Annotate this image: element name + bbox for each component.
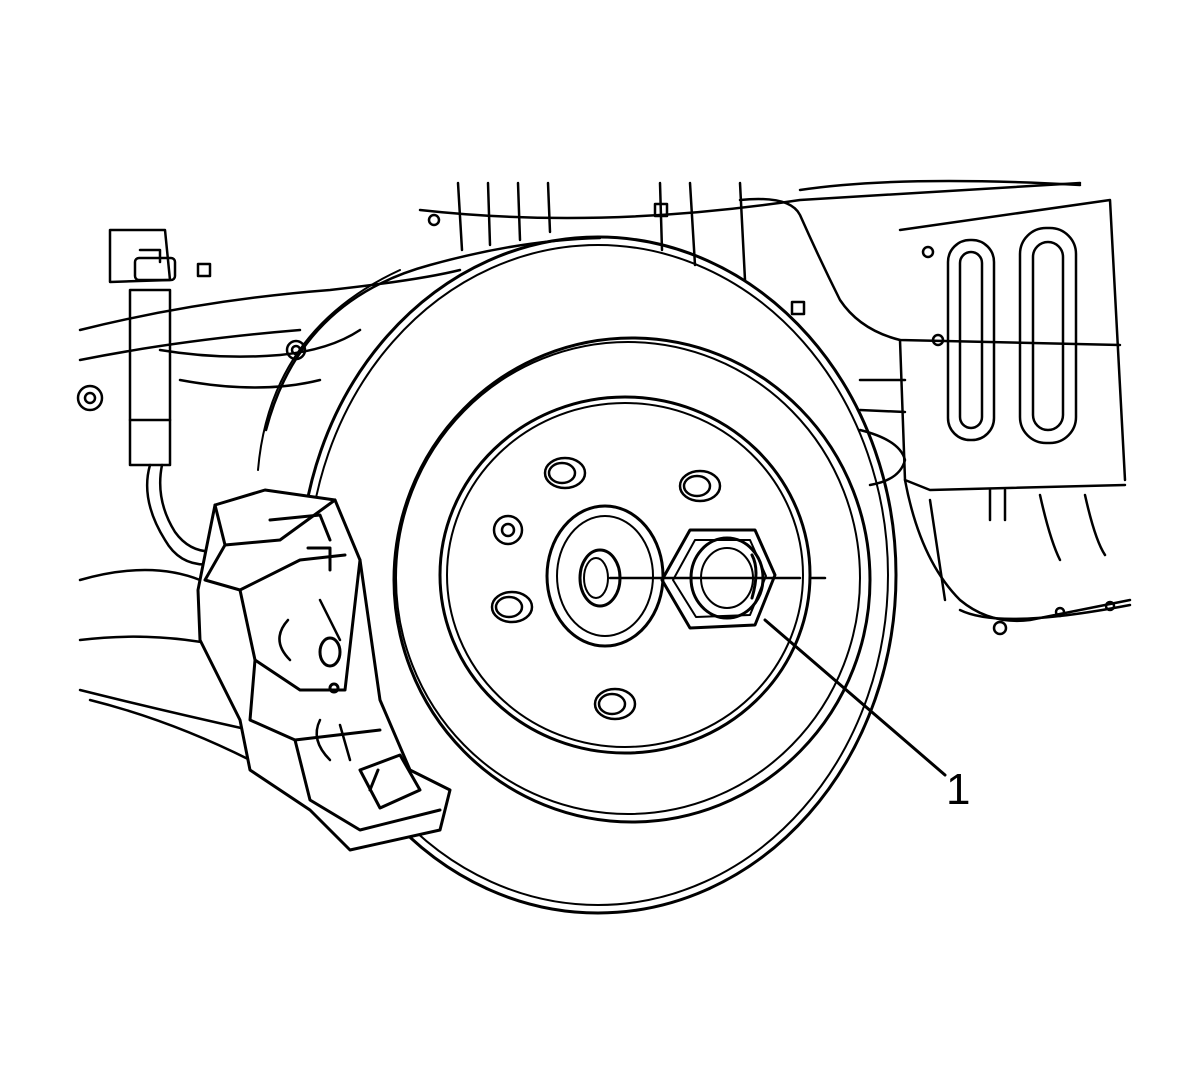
brake-caliper (198, 490, 450, 850)
brake-rotor (258, 237, 896, 913)
callout-1-leader (765, 620, 945, 775)
wheel-studs (492, 458, 720, 719)
callout-1-label: 1 (946, 765, 971, 814)
